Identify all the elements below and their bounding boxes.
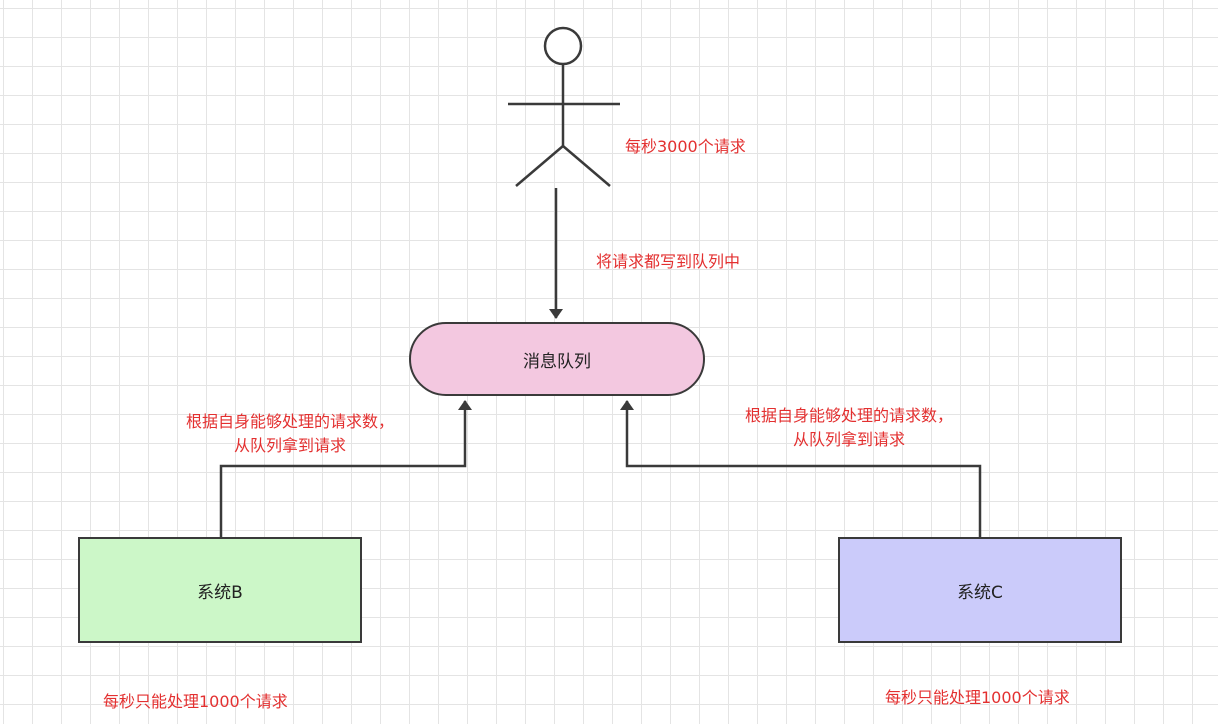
write-to-queue-note: 将请求都写到队列中	[596, 252, 741, 271]
system-c-pull-note-line-1: 根据自身能够处理的请求数，	[745, 406, 954, 425]
system-c-pull-note-line-2: 从队列拿到请求	[793, 430, 906, 449]
system-c-label: 系统C	[957, 582, 1003, 603]
actor-right-leg	[562, 145, 611, 187]
arrow-system-c-to-queue	[620, 400, 982, 537]
system-b-label: 系统B	[197, 582, 243, 603]
actor-head	[543, 26, 583, 66]
system-c-node: 系统C	[838, 537, 1122, 643]
actor-left-leg	[515, 145, 564, 187]
system-b-capacity-note: 每秒只能处理1000个请求	[103, 692, 288, 711]
system-c-capacity-note: 每秒只能处理1000个请求	[885, 688, 1070, 707]
message-queue-node: 消息队列	[409, 322, 705, 396]
system-b-node: 系统B	[78, 537, 362, 643]
system-b-pull-note-line-2: 从队列拿到请求	[234, 436, 347, 455]
arrow-system-b-to-queue	[219, 400, 472, 537]
user-actor-icon	[508, 26, 620, 187]
system-b-pull-note-line-1: 根据自身能够处理的请求数，	[186, 412, 395, 431]
system-c-pull-note: 根据自身能够处理的请求数， 从队列拿到请求	[745, 404, 953, 452]
message-queue-label: 消息队列	[523, 351, 591, 372]
user-request-rate-note: 每秒3000个请求	[625, 137, 746, 156]
system-b-pull-note: 根据自身能够处理的请求数， 从队列拿到请求	[186, 410, 394, 458]
